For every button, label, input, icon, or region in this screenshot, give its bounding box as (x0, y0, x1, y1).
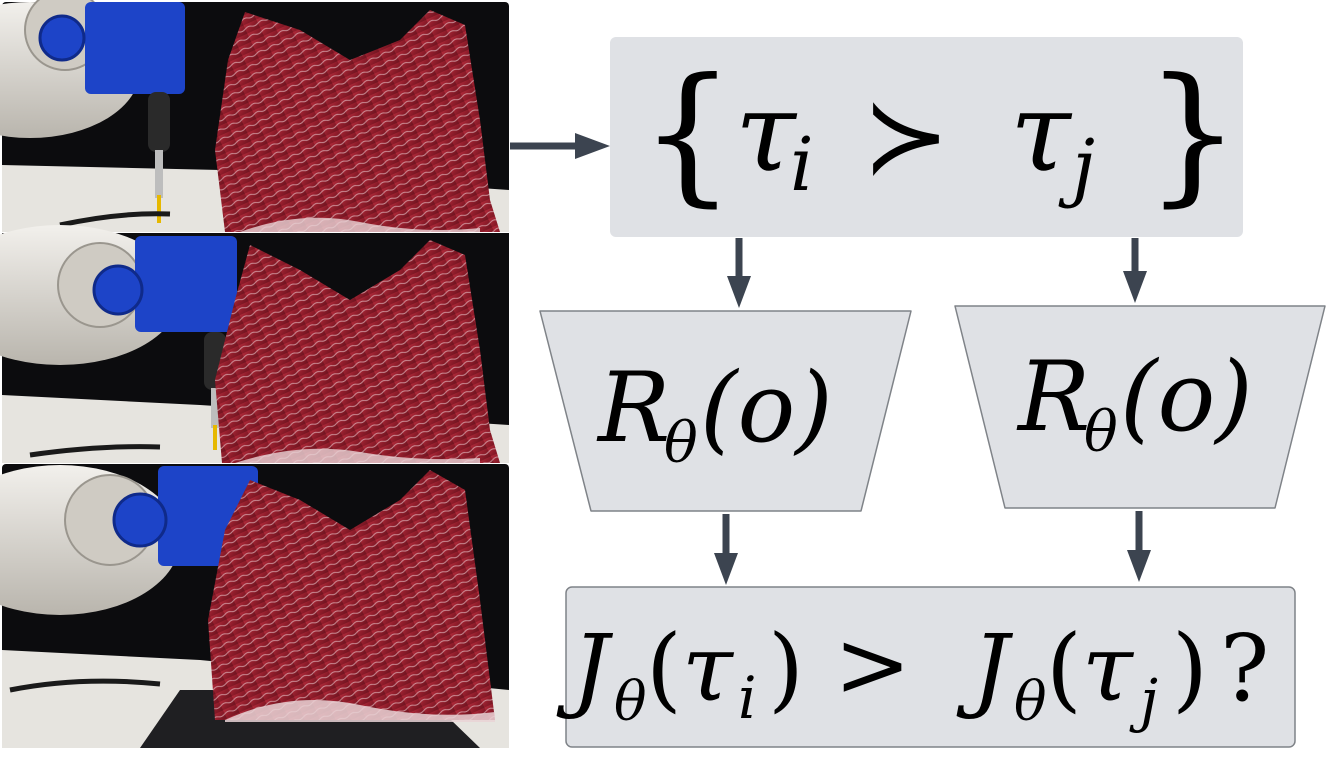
objective-box: J θ ( τ i ) > J θ ( τ j ) ? (556, 586, 1296, 748)
arrow-preference-to-reward-left (727, 238, 751, 308)
preference-relation: ≻ (862, 75, 950, 197)
open-brace: { (640, 47, 735, 221)
robot-probe-frame-2 (0, 225, 509, 463)
objective-theta-left: θ (614, 670, 647, 733)
reward-right-arg: (o) (1120, 341, 1253, 453)
objective-question-mark: ? (1220, 615, 1269, 722)
objective-paren-close-left: ) (768, 615, 804, 722)
reward-model-left: R θ (o) (539, 310, 912, 512)
photo-strip (0, 0, 509, 748)
robot-probe-frame-1 (0, 0, 509, 232)
objective-tau-i-subscript: i (738, 664, 757, 732)
arrow-reward-left-to-objective (714, 514, 738, 585)
arrows (510, 133, 1151, 585)
reward-right-R: R (1016, 341, 1090, 453)
arrow-reward-right-to-objective (1127, 511, 1151, 582)
reward-right-theta: θ (1084, 400, 1118, 465)
tau-i-subscript: i (790, 122, 814, 208)
tau-j: τ (1010, 68, 1073, 196)
reward-model-right: R θ (o) (954, 305, 1326, 509)
objective-paren-open-right: ( (1046, 615, 1082, 722)
arrow-photos-to-preference (510, 133, 610, 159)
objective-theta-right: θ (1014, 670, 1047, 733)
objective-J-left: J (556, 615, 614, 722)
close-brace: } (1145, 47, 1240, 221)
reward-left-theta: θ (664, 411, 698, 476)
objective-paren-close-right: ) (1172, 615, 1208, 722)
reward-left-R: R (596, 352, 670, 464)
tau-i: τ (735, 68, 798, 196)
objective-tau-j: τ (1082, 615, 1135, 722)
objective-comparator: > (834, 611, 911, 718)
arrow-preference-to-reward-right (1123, 238, 1147, 303)
preference-box: { τ i ≻ τ j } (610, 37, 1243, 237)
robot-probe-frame-3 (0, 464, 509, 748)
objective-tau-i: τ (682, 615, 735, 722)
objective-paren-open-left: ( (646, 615, 682, 722)
reward-left-arg: (o) (700, 352, 833, 464)
